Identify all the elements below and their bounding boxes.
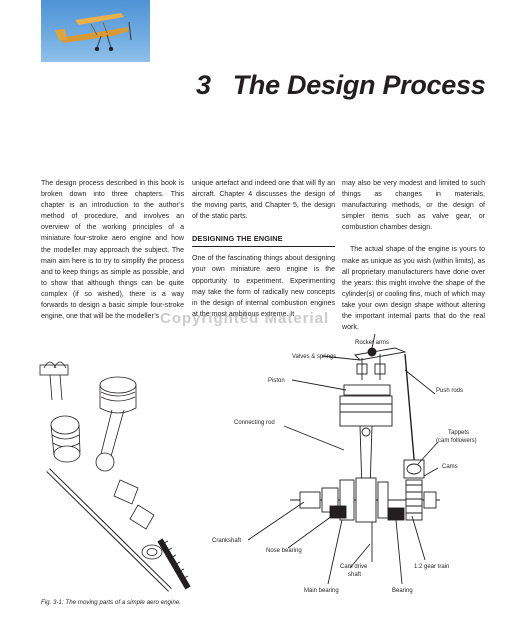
text-column-3: may also be very modest and limited to s… <box>342 178 485 344</box>
paragraph: unique artefact and indeed one that will… <box>192 180 335 221</box>
airplane-icon <box>55 13 132 52</box>
paragraph: The actual shape of the engine is yours … <box>342 246 485 332</box>
paragraph: The design process described in this boo… <box>41 180 184 321</box>
label-bearing: Bearing <box>392 588 413 594</box>
paragraph: may also be very modest and limited to s… <box>342 180 485 232</box>
label-push-rods: Push rods <box>436 388 463 394</box>
label-rocker-arms: Rocker arms <box>355 340 389 346</box>
label-piston: Piston <box>268 378 285 384</box>
label-crankshaft: Crankshaft <box>212 538 241 544</box>
label-cam-drive: Cam drive <box>340 564 368 570</box>
chapter-number: 3 <box>196 70 211 100</box>
paragraph: One of the fascinating things about desi… <box>192 255 335 318</box>
figure-caption: Fig. 3-1: The moving parts of a simple a… <box>41 599 181 606</box>
chapter-title: 3 The Design Process <box>196 70 496 106</box>
section-heading: DESIGNING THE ENGINE <box>192 233 335 248</box>
engine-figure: Rocker arms Valves & springs Piston Push… <box>39 333 477 594</box>
engine-section-diagram <box>247 333 440 585</box>
label-valves-springs: Valves & springs <box>292 354 336 360</box>
label-connecting-rod: Connecting rod <box>234 420 275 426</box>
text-column-1: The design process described in this boo… <box>41 178 184 333</box>
header-photo <box>41 0 150 62</box>
chapter-title-text: The Design Process <box>232 70 486 100</box>
label-tappets: Tappets <box>448 430 469 436</box>
engine-perspective-drawing <box>39 361 191 592</box>
label-cams: Cams <box>442 464 458 470</box>
label-gear-train: 1:2 gear train <box>414 564 449 570</box>
label-tappets-sub: (cam followers) <box>436 438 477 444</box>
watermark: Copyrighted Material <box>160 310 330 327</box>
label-nose-bearing: Nose bearing <box>266 548 302 554</box>
label-main-bearing: Main bearing <box>304 588 339 594</box>
text-column-2: unique artefact and indeed one that will… <box>192 178 335 331</box>
label-cam-drive-sub: shaft <box>348 572 361 578</box>
